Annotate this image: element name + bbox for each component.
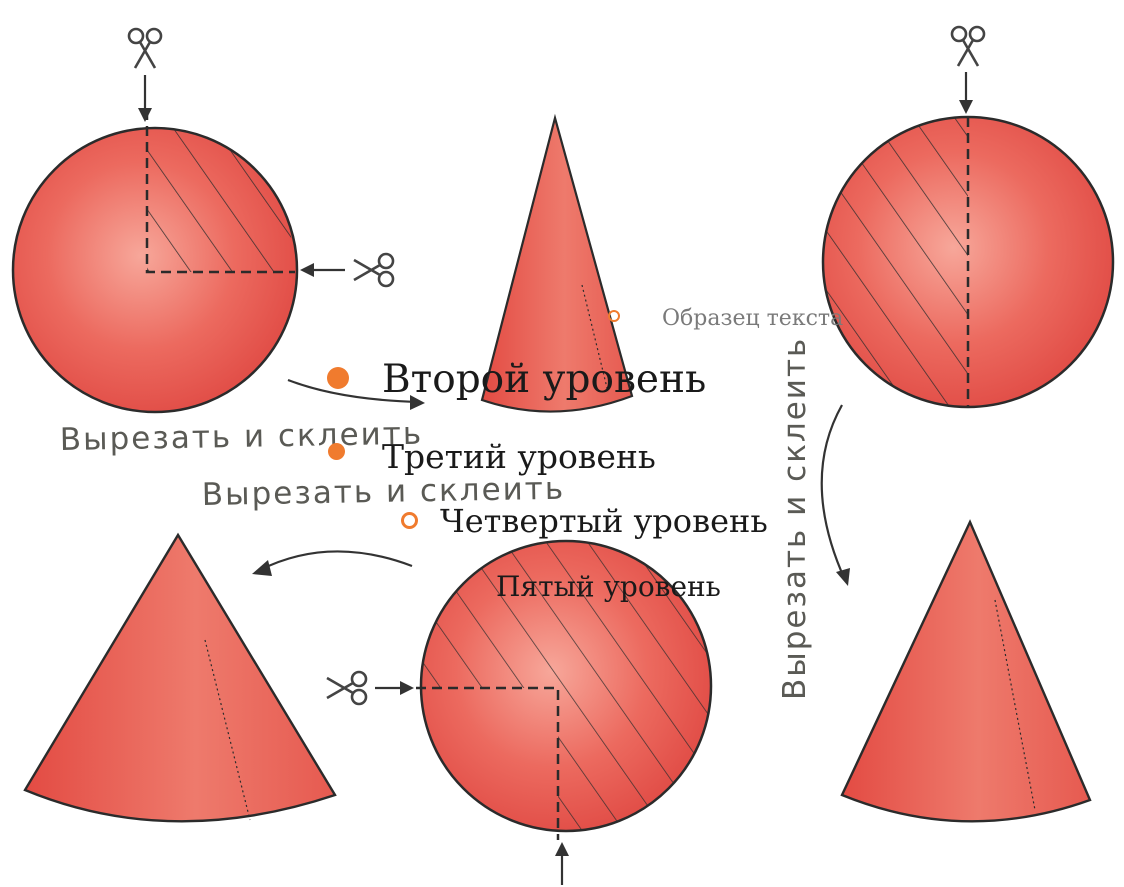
scissors-icon (354, 254, 393, 286)
cone-bottom-left (25, 535, 335, 821)
scissors-icon (952, 27, 984, 66)
bullet-level4 (401, 512, 418, 529)
arrow-icon (300, 263, 345, 277)
disk-top-right (823, 117, 1113, 407)
cone-bottom-right (842, 522, 1090, 821)
level5-text: Пятый уровень (496, 570, 721, 603)
bullet-level2 (327, 367, 349, 389)
disk-top-left (13, 110, 297, 412)
arrow-icon (822, 405, 850, 586)
scissors-icon (327, 672, 366, 704)
bullet-level3 (328, 443, 345, 460)
scissors-icon (129, 29, 161, 68)
arrow-icon (555, 842, 569, 885)
label-cut-glue-left: Вырезать и склеить (60, 416, 424, 458)
arrow-icon (375, 681, 414, 695)
arrow-icon (959, 72, 973, 114)
arrow-icon (138, 75, 152, 122)
arrow-icon (252, 551, 412, 576)
sample-text: Образец текста (662, 306, 843, 331)
level2-text: Второй уровень (382, 357, 706, 402)
level4-text: Четвертый уровень (440, 502, 768, 540)
level3-text: Третий уровень (382, 437, 656, 476)
label-cut-glue-vertical: Вырезать и склеить (777, 337, 813, 700)
bullet-sample-text (608, 310, 620, 322)
